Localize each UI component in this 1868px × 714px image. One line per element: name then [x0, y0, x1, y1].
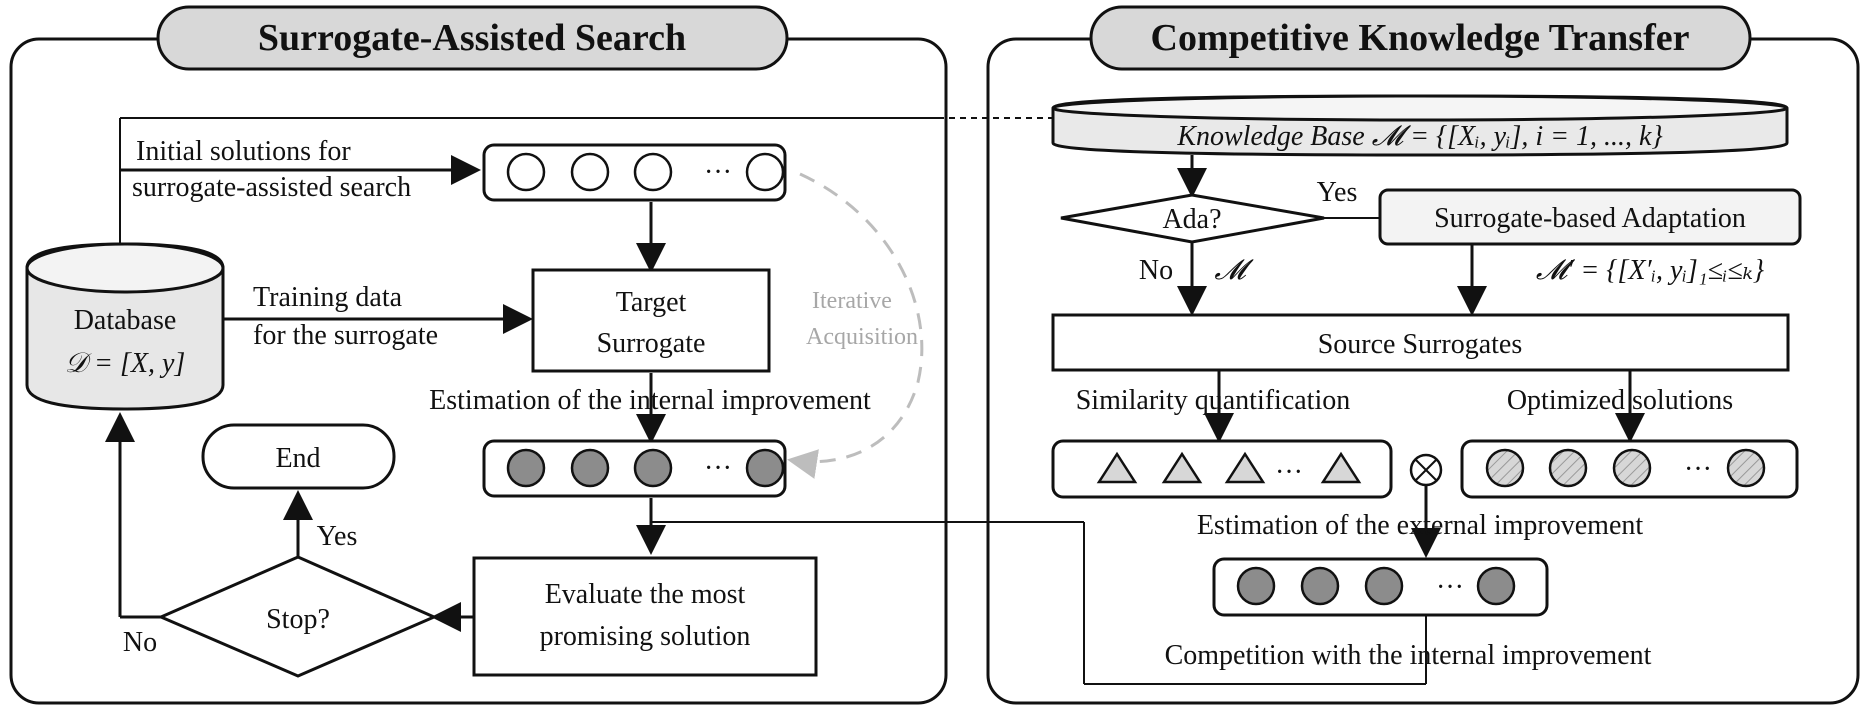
target-surrogate-box — [531, 268, 771, 373]
stop-decision — [157, 555, 438, 678]
initial-solutions-line-2: surrogate-assisted search — [132, 172, 411, 203]
optimized-label: Optimized solutions — [1507, 385, 1733, 416]
database-group: Database 𝒟 = [X, y] — [25, 242, 225, 411]
estimation-internal-label: Estimation of the internal improvement — [429, 385, 871, 416]
stop-yes-label: Yes — [317, 521, 358, 552]
estimation-external-label: Estimation of the external improvement — [1197, 510, 1644, 541]
similarity-triangle — [1096, 451, 1138, 484]
similarity-triangle — [1161, 451, 1203, 484]
stop-no-label: No — [123, 627, 157, 658]
evaluate-line-2: promising solution — [540, 621, 751, 652]
external-solution-circle — [1476, 566, 1516, 606]
similarity-triangle — [1320, 451, 1362, 484]
optimized-ellipsis: ··· — [1684, 454, 1712, 485]
internal-solution-circle — [633, 448, 673, 488]
right-section-title: Competitive Knowledge Transfer — [1151, 17, 1690, 59]
knowledge-base-group: Knowledge Base 𝓜 = {[Xᵢ, yᵢ], i = 1, ...… — [1051, 94, 1789, 157]
knowledge-base-label: Knowledge Base 𝓜 = {[Xᵢ, yᵢ], i = 1, ...… — [1176, 121, 1662, 152]
m-prime-label: 𝓜′ = {[X′ᵢ, yᵢ]₁≤ᵢ≤ₖ} — [1536, 255, 1764, 286]
circled-times-stroke — [1414, 458, 1438, 482]
external-solution-ellipsis: ··· — [1436, 572, 1464, 603]
ada-no-label: No — [1139, 255, 1173, 286]
competition-label: Competition with the internal improvemen… — [1165, 640, 1652, 671]
database-top — [25, 242, 225, 294]
source-surrogates-box — [1051, 313, 1790, 372]
left-section-title: Surrogate-Assisted Search — [258, 17, 686, 59]
evaluate-solution-box — [472, 556, 818, 677]
initial-solution-circle — [570, 152, 610, 192]
iterative-acquisition-line-2: Acquisition — [806, 324, 918, 350]
external-solution-circle — [1236, 566, 1276, 606]
iterative-acquisition-arc — [787, 172, 924, 479]
stop-label: Stop? — [266, 604, 330, 635]
training-data-line-2: for the surrogate — [253, 320, 438, 351]
database-title: Database — [74, 305, 177, 336]
similarity-triangle — [1224, 451, 1266, 484]
external-solution-circle — [1364, 566, 1404, 606]
target-surrogate-line-1: Target — [616, 287, 687, 318]
initial-solution-ellipsis: ··· — [704, 157, 732, 188]
initial-solution-circle — [633, 152, 673, 192]
training-data-line-1: Training data — [253, 282, 403, 313]
left-section-banner — [156, 5, 789, 71]
optimized-solution-circle — [1612, 448, 1652, 488]
ada-label: Ada? — [1162, 204, 1221, 235]
internal-solution-circle — [506, 448, 546, 488]
internal-solution-circle — [745, 448, 785, 488]
optimized-solution-circle — [1485, 448, 1525, 488]
similarity-box — [1051, 439, 1393, 499]
ada-yes-label: Yes — [1317, 177, 1358, 208]
initial-solution-circle — [745, 152, 785, 192]
database-formula: 𝒟 = [X, y] — [65, 348, 186, 379]
initial-solutions-line-1: Initial solutions for — [136, 136, 351, 167]
end-label: End — [275, 443, 320, 474]
knowledge-base-top — [1051, 94, 1789, 122]
optimized-solution-circle — [1726, 448, 1766, 488]
similarity-ellipsis: ··· — [1275, 457, 1303, 488]
surrogate-adaptation-label: Surrogate-based Adaptation — [1434, 203, 1746, 234]
external-solution-circle — [1300, 566, 1340, 606]
similarity-label: Similarity quantification — [1076, 385, 1351, 416]
initial-solution-circle — [506, 152, 546, 192]
iterative-acquisition-line-1: Iterative — [812, 288, 892, 314]
right-section-banner — [1089, 5, 1752, 71]
surrogate-adaptation-box — [1378, 188, 1802, 246]
target-surrogate-line-2: Surrogate — [597, 328, 706, 359]
internal-solution-ellipsis: ··· — [704, 453, 732, 484]
internal-solution-circle — [570, 448, 610, 488]
optimized-solution-circle — [1548, 448, 1588, 488]
source-surrogates-label: Source Surrogates — [1318, 329, 1523, 360]
evaluate-line-1: Evaluate the most — [545, 579, 746, 610]
end-terminal — [201, 423, 396, 490]
